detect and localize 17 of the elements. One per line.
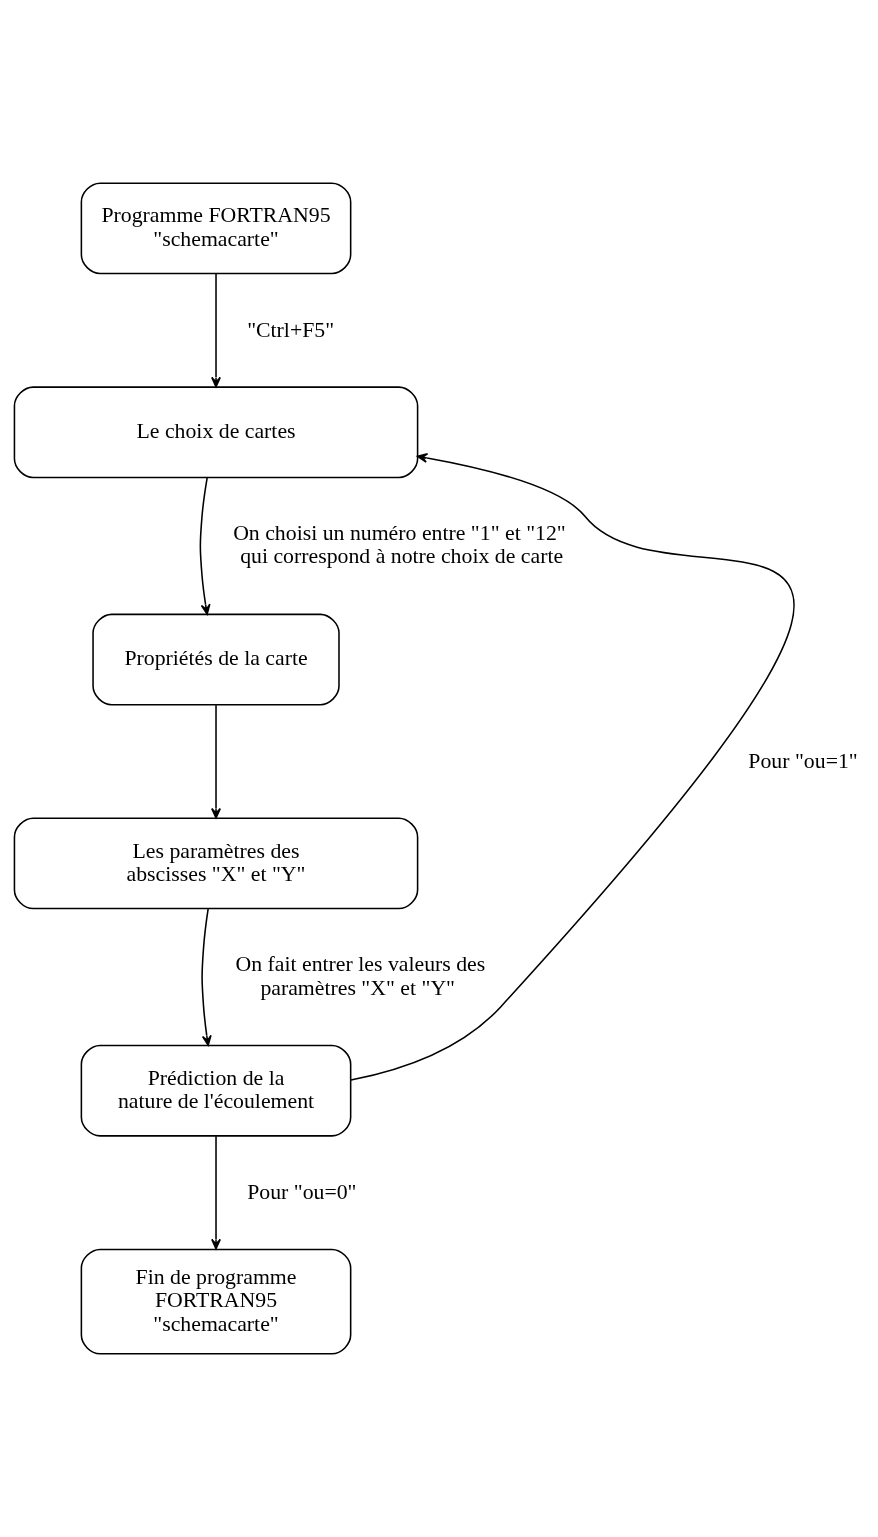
edge-label: Pour "ou=0" xyxy=(247,1180,357,1205)
edge-label: On fait entrer les valeurs des paramètres "X" et "Y" xyxy=(235,952,486,1000)
arrow xyxy=(199,477,211,615)
edge-label: Pour "ou=1" xyxy=(748,749,858,774)
node-box: Fin de programme FORTRAN95 "schemacarte" xyxy=(80,1248,352,1355)
node-box: Le choix de cartes xyxy=(13,386,419,479)
arrow xyxy=(350,453,795,1081)
arrow xyxy=(211,704,221,819)
edge-label: On choisi un numéro entre "1" et "12" qui correspond à notre choix de carte xyxy=(233,520,566,569)
arrow xyxy=(211,1135,221,1250)
node-box: Les paramètres des abscisses "X" et "Y" xyxy=(13,817,419,910)
node-box: Programme FORTRAN95 "schemacarte" xyxy=(80,182,352,275)
edge-label: "Ctrl+F5" xyxy=(247,317,335,342)
arrow xyxy=(201,908,212,1046)
node-box: Prédiction de la nature de l'écoulement xyxy=(80,1044,352,1137)
arrow xyxy=(211,273,221,388)
node-box: Propriétés de la carte xyxy=(92,613,340,706)
